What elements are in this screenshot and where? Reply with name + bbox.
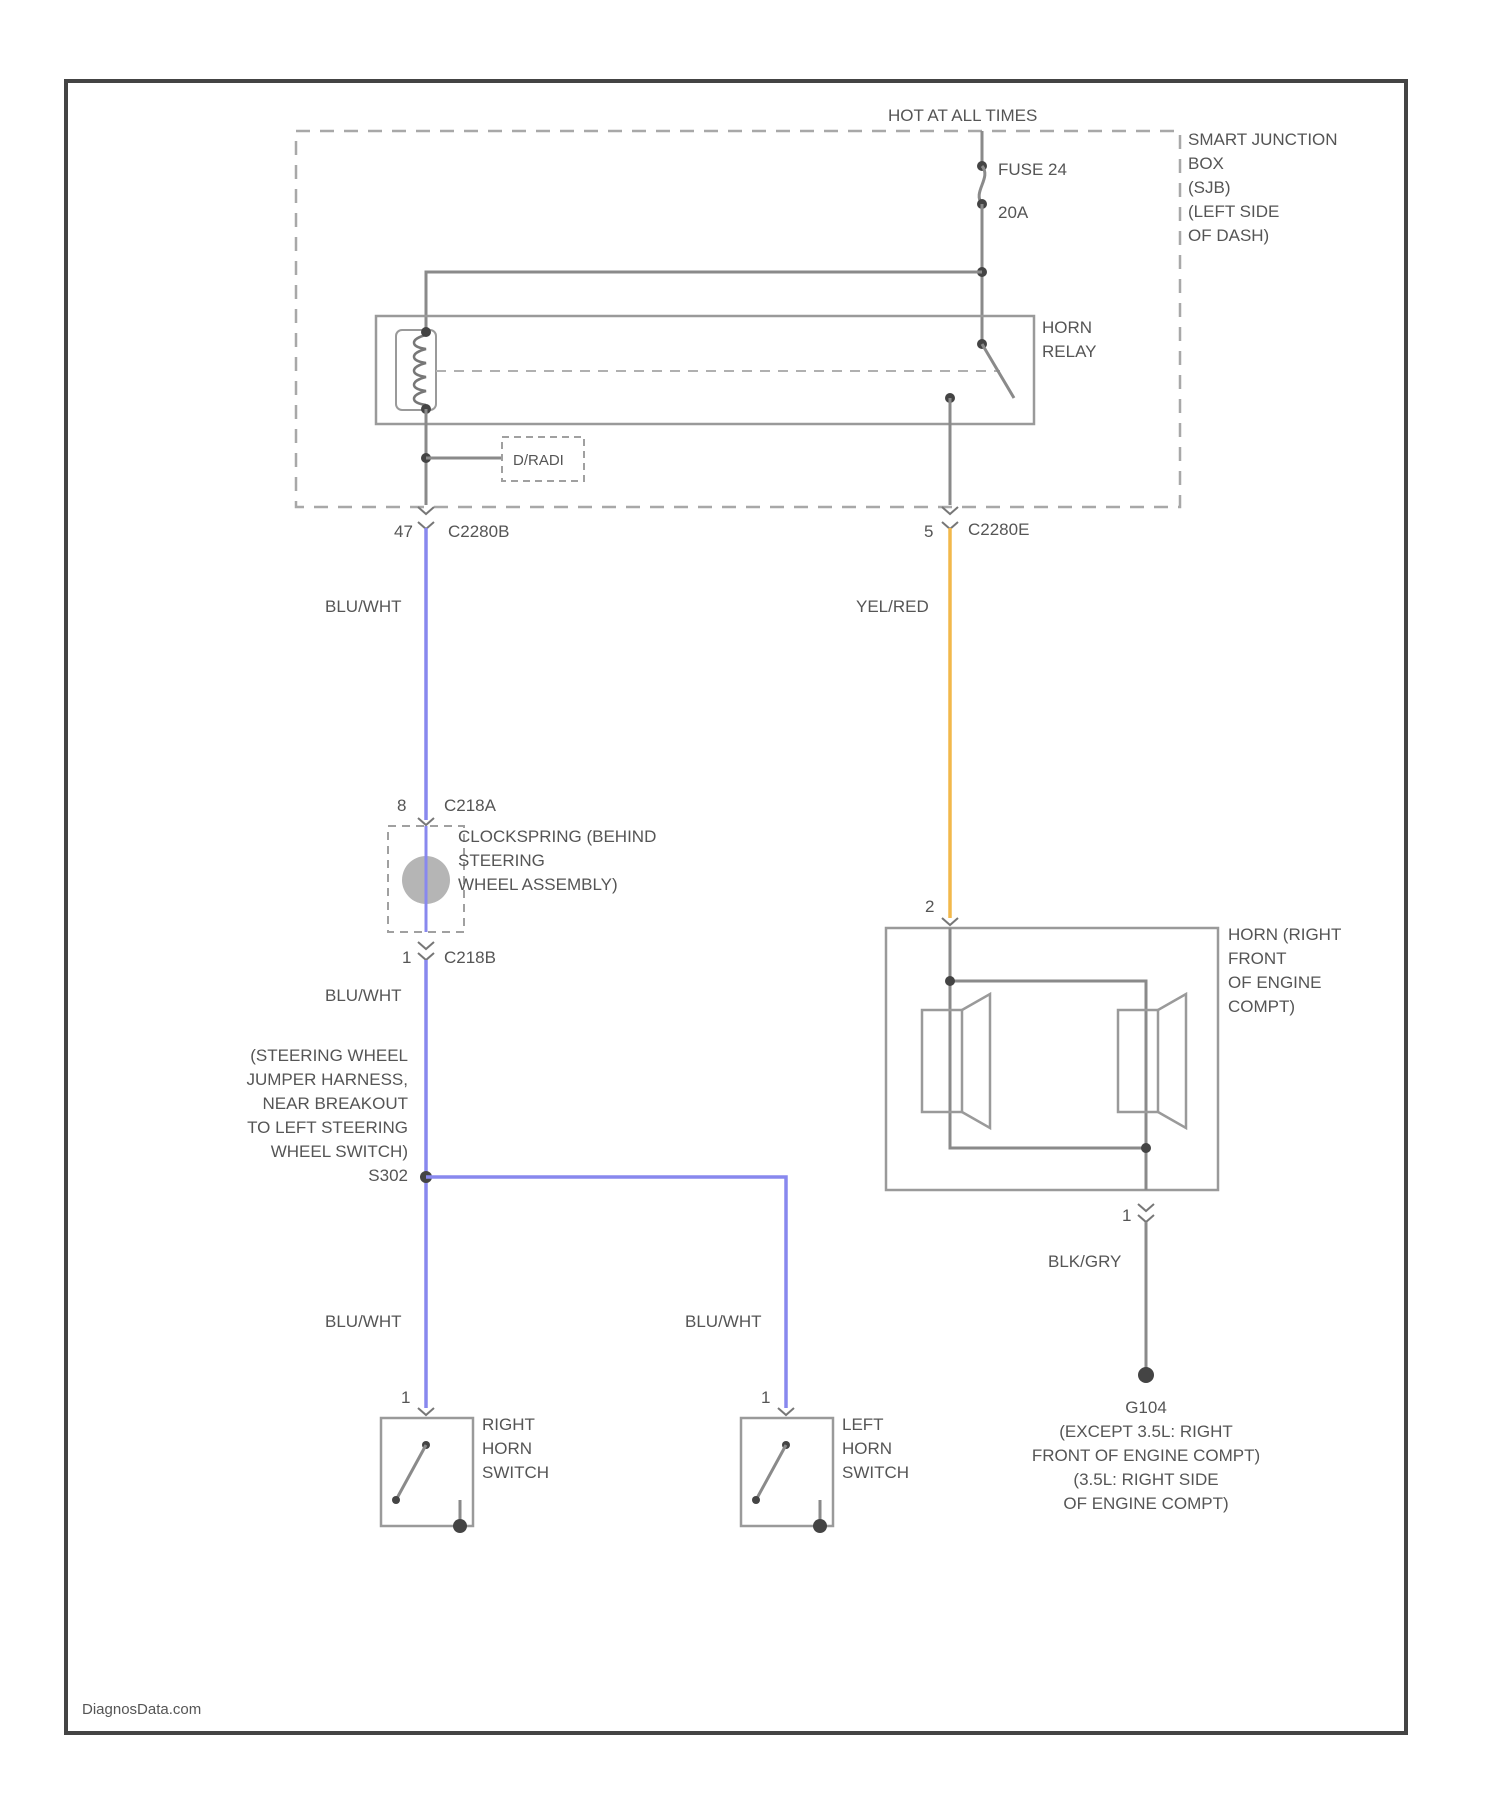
svg-text:JUMPER HARNESS,: JUMPER HARNESS, xyxy=(246,1070,408,1089)
relay-coil-terminal-top xyxy=(421,327,431,337)
svg-text:SWITCH: SWITCH xyxy=(842,1463,909,1482)
left-switch-arm xyxy=(756,1445,786,1500)
svg-text:OF ENGINE: OF ENGINE xyxy=(1228,973,1322,992)
left-switch-pin: 1 xyxy=(761,1388,770,1407)
svg-text:S302: S302 xyxy=(368,1166,408,1185)
svg-text:BOX: BOX xyxy=(1188,154,1224,173)
horn-ground-dot xyxy=(1141,1143,1151,1153)
connector-c218b-pin: 1 xyxy=(402,948,411,967)
svg-text:FRONT OF ENGINE COMPT): FRONT OF ENGINE COMPT) xyxy=(1032,1446,1260,1465)
svg-text:(LEFT SIDE: (LEFT SIDE xyxy=(1188,202,1279,221)
connector-c218a-pin: 8 xyxy=(397,796,406,815)
svg-text:SWITCH: SWITCH xyxy=(482,1463,549,1482)
horn-assembly-box xyxy=(886,928,1218,1190)
right-horn-switch-label: RIGHT HORN SWITCH xyxy=(482,1415,549,1482)
svg-text:OF ENGINE COMPT): OF ENGINE COMPT) xyxy=(1063,1494,1228,1513)
svg-text:HORN (RIGHT: HORN (RIGHT xyxy=(1228,925,1341,944)
wire-label-blu-wht-3: BLU/WHT xyxy=(325,1312,402,1331)
fuse-24-symbol xyxy=(979,166,985,204)
coil-feed-wire xyxy=(426,272,982,332)
svg-text:HORN: HORN xyxy=(482,1439,532,1458)
svg-text:TO LEFT STEERING: TO LEFT STEERING xyxy=(247,1118,408,1137)
connector-c218b-symbol xyxy=(418,942,434,960)
diode-label: D/RADI xyxy=(513,452,564,469)
right-switch-pin: 1 xyxy=(401,1388,410,1407)
horn-speaker-right-icon xyxy=(1118,994,1186,1128)
connector-c2280b-pin: 47 xyxy=(394,522,413,541)
svg-text:RELAY: RELAY xyxy=(1042,342,1097,361)
horn-feed-dot xyxy=(945,976,955,986)
svg-text:(STEERING WHEEL: (STEERING WHEEL xyxy=(250,1046,408,1065)
watermark: DiagnosData.com xyxy=(82,1701,201,1718)
left-switch-ground-dot xyxy=(813,1519,827,1533)
svg-text:CLOCKSPRING (BEHIND: CLOCKSPRING (BEHIND xyxy=(458,827,656,846)
wire-label-blu-wht-2: BLU/WHT xyxy=(325,986,402,1005)
horn-assembly-label: HORN (RIGHT FRONT OF ENGINE COMPT) xyxy=(1228,925,1341,1016)
svg-text:SMART JUNCTION: SMART JUNCTION xyxy=(1188,130,1338,149)
svg-text:(SJB): (SJB) xyxy=(1188,178,1231,197)
svg-text:(EXCEPT 3.5L: RIGHT: (EXCEPT 3.5L: RIGHT xyxy=(1059,1422,1233,1441)
right-switch-arm xyxy=(396,1445,426,1500)
wire-label-blu-wht-1: BLU/WHT xyxy=(325,597,402,616)
svg-text:HORN: HORN xyxy=(1042,318,1092,337)
connector-c218a-label: C218A xyxy=(444,796,497,815)
horn-output-connector-symbol xyxy=(1138,1204,1154,1222)
svg-text:COMPT): COMPT) xyxy=(1228,997,1295,1016)
left-horn-switch-label: LEFT HORN SWITCH xyxy=(842,1415,909,1482)
ground-g104-label: G104 (EXCEPT 3.5L: RIGHT FRONT OF ENGINE… xyxy=(1032,1398,1260,1513)
svg-text:G104: G104 xyxy=(1125,1398,1167,1417)
svg-text:LEFT: LEFT xyxy=(842,1415,884,1434)
connector-c2280e-symbol xyxy=(942,507,958,529)
horn-relay-label: HORN RELAY xyxy=(1042,318,1097,361)
smart-junction-box-label: SMART JUNCTION BOX (SJB) (LEFT SIDE OF D… xyxy=(1188,130,1338,245)
svg-text:WHEEL SWITCH): WHEEL SWITCH) xyxy=(271,1142,408,1161)
horn-input-pin: 2 xyxy=(925,897,934,916)
ground-g104-dot xyxy=(1138,1367,1154,1383)
relay-coil-housing xyxy=(396,330,436,410)
wire-label-blk-gry: BLK/GRY xyxy=(1048,1252,1121,1271)
svg-text:(3.5L: RIGHT SIDE: (3.5L: RIGHT SIDE xyxy=(1073,1470,1218,1489)
fuse-name-label: FUSE 24 xyxy=(998,160,1067,179)
horn-input-connector-symbol xyxy=(942,918,958,925)
left-switch-contact-bottom xyxy=(752,1496,760,1504)
wire-blu-wht-branch xyxy=(426,1177,786,1408)
hot-at-all-times-label: HOT AT ALL TIMES xyxy=(888,106,1037,125)
connector-c2280b-symbol xyxy=(418,507,434,529)
svg-text:FRONT: FRONT xyxy=(1228,949,1287,968)
horn-output-pin: 1 xyxy=(1122,1206,1131,1225)
horn-internal-feed xyxy=(950,928,1146,1190)
right-switch-contact-bottom xyxy=(392,1496,400,1504)
svg-text:STEERING: STEERING xyxy=(458,851,545,870)
wire-label-blu-wht-4: BLU/WHT xyxy=(685,1312,762,1331)
clockspring-label: CLOCKSPRING (BEHIND STEERING WHEEL ASSEM… xyxy=(458,827,656,894)
right-switch-ground-dot xyxy=(453,1519,467,1533)
connector-c2280b-label: C2280B xyxy=(448,522,509,541)
connector-c2280e-pin: 5 xyxy=(924,522,933,541)
right-switch-connector-symbol xyxy=(418,1408,434,1415)
svg-text:NEAR BREAKOUT: NEAR BREAKOUT xyxy=(263,1094,408,1113)
relay-switch-arm xyxy=(982,344,1014,398)
svg-text:OF DASH): OF DASH) xyxy=(1188,226,1269,245)
fuse-rating-label: 20A xyxy=(998,203,1029,222)
connector-c218b-label: C218B xyxy=(444,948,496,967)
connector-c2280e-label: C2280E xyxy=(968,520,1029,539)
splice-s302-label: (STEERING WHEEL JUMPER HARNESS, NEAR BRE… xyxy=(246,1046,408,1185)
wire-label-yel-red: YEL/RED xyxy=(856,597,929,616)
left-switch-connector-symbol xyxy=(778,1408,794,1415)
horn-speaker-left-icon xyxy=(922,994,990,1128)
svg-text:WHEEL ASSEMBLY): WHEEL ASSEMBLY) xyxy=(458,875,618,894)
relay-coil-winding xyxy=(414,335,426,405)
svg-text:RIGHT: RIGHT xyxy=(482,1415,535,1434)
svg-text:HORN: HORN xyxy=(842,1439,892,1458)
